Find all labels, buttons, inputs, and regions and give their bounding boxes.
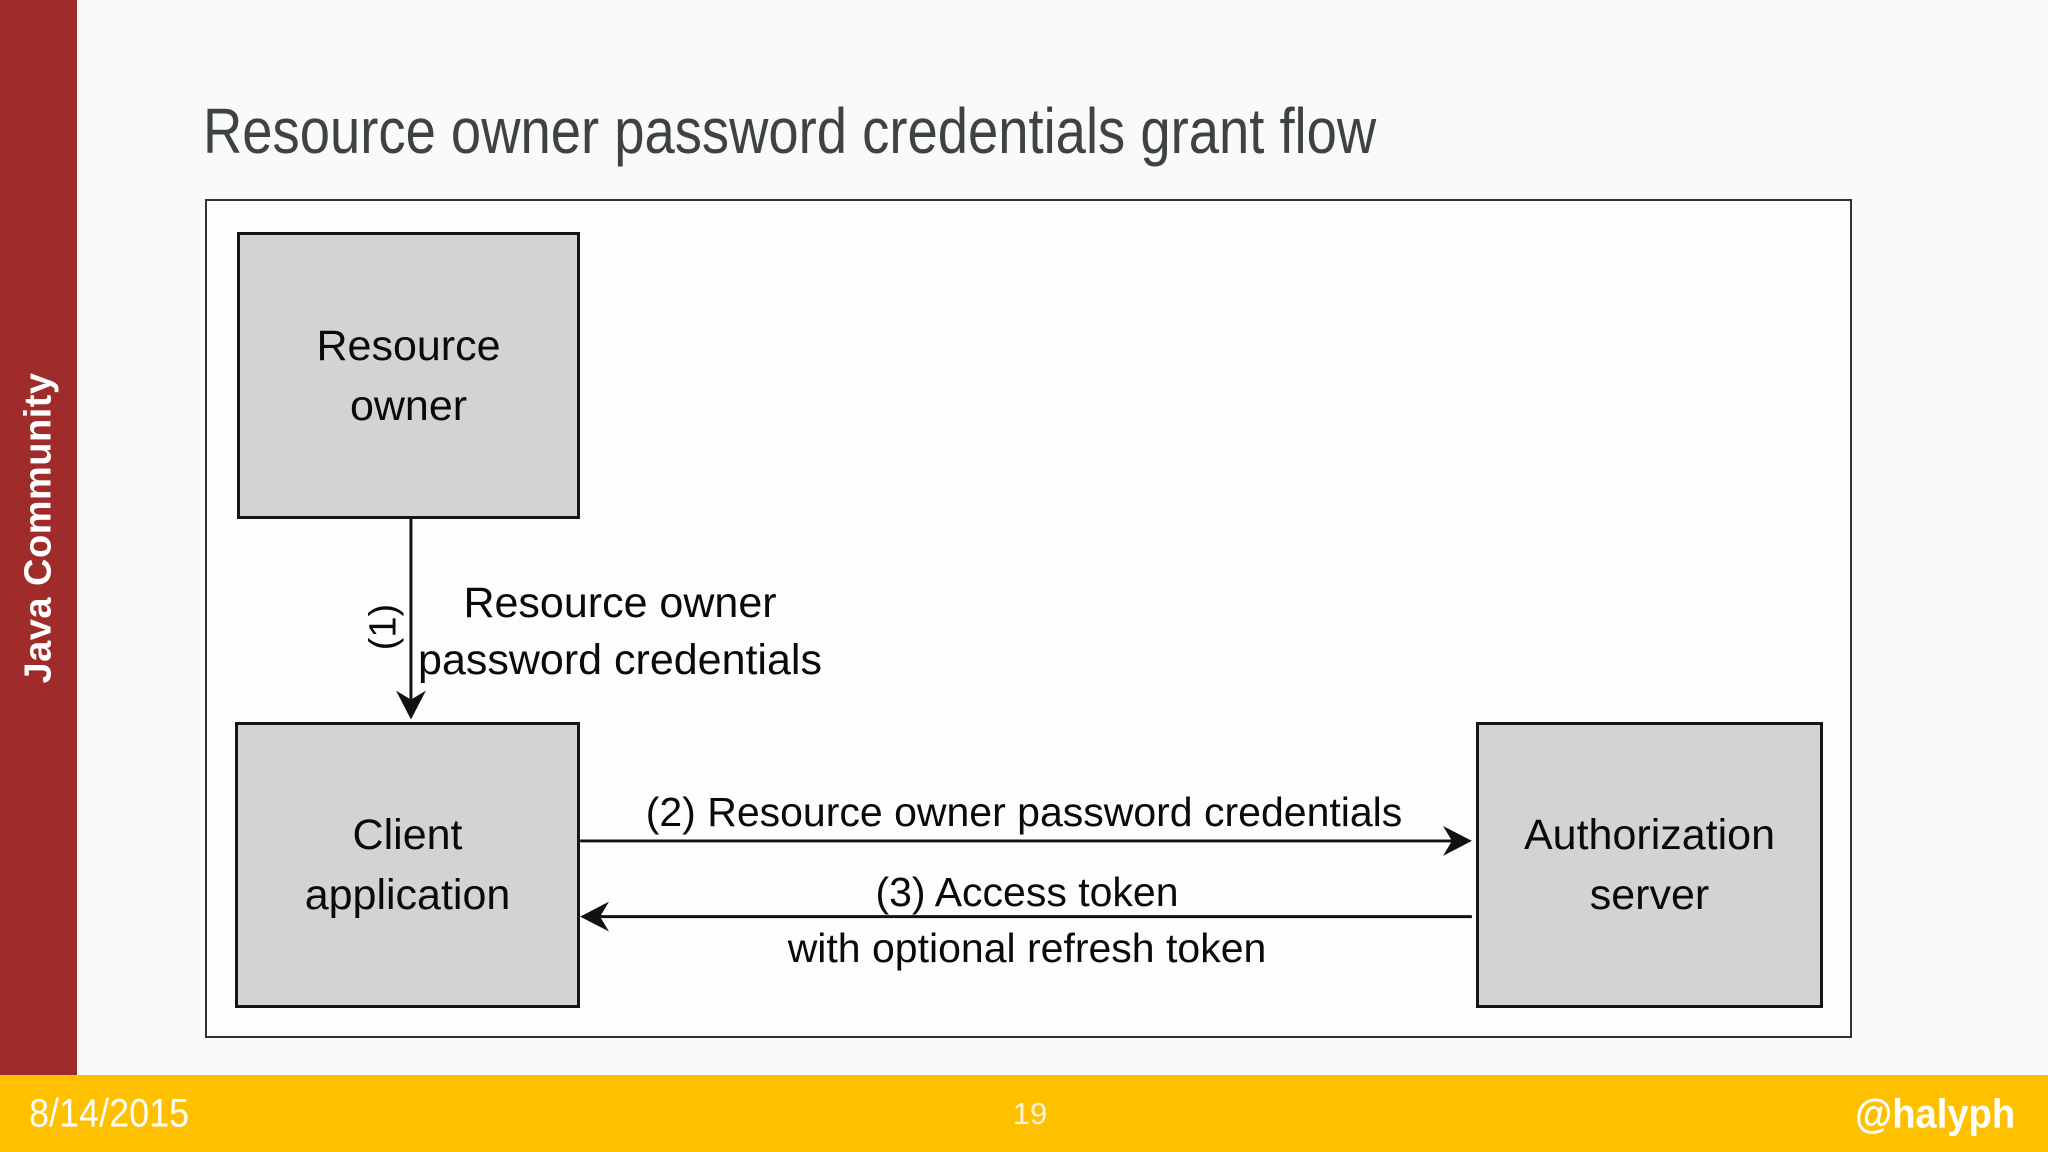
- step3-label-below: with optional refresh token: [787, 925, 1267, 971]
- step3-label-above: (3) Access token: [875, 869, 1179, 915]
- step1-label: Resource owner password credentials: [418, 579, 822, 684]
- resource-owner-box: Resource owner: [237, 232, 580, 519]
- footer-twitter-handle: @halyph: [1854, 1090, 2015, 1136]
- step1-number-label: (1): [362, 603, 405, 651]
- sidebar-label: Java Community: [17, 372, 60, 684]
- authorization-server-box: Authorization server: [1476, 722, 1823, 1008]
- page-title: Resource owner password credentials gran…: [203, 95, 1377, 167]
- arrow-step1: [396, 517, 426, 720]
- footer-page-number: 19: [1012, 1095, 1048, 1131]
- footer-bar: 8/14/2015 19 @halyph: [0, 1075, 2048, 1152]
- client-application-box: Client application: [235, 722, 580, 1008]
- step2-label: (2) Resource owner password credentials: [645, 789, 1403, 835]
- arrow-step3: [580, 901, 1472, 932]
- diagram-frame: Resource owner Client application Author…: [205, 199, 1852, 1038]
- sidebar: Java Community: [0, 0, 77, 1075]
- diagram-arrows: [396, 517, 1472, 932]
- footer-date: 8/14/2015: [29, 1091, 190, 1135]
- arrow-step2: [580, 826, 1472, 856]
